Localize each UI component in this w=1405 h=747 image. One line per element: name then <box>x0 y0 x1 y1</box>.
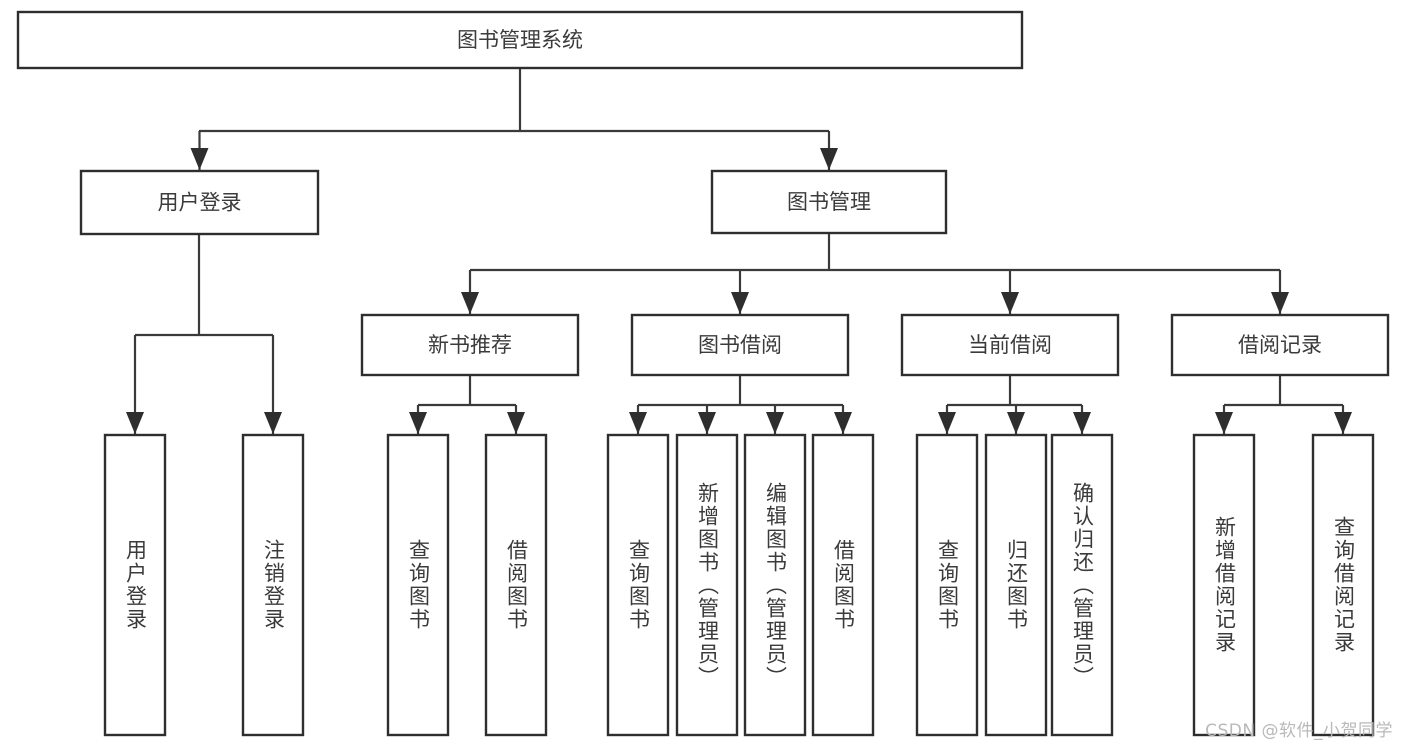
node-leaf-12[interactable] <box>1311 433 1375 737</box>
arrow-down-icon <box>731 292 749 314</box>
node-level2-2[interactable] <box>900 313 1120 377</box>
node-level2-1[interactable] <box>630 313 850 377</box>
node-leaf-11[interactable] <box>1192 433 1256 737</box>
node-label-level2-2: 当前借阅 <box>968 333 1052 357</box>
node-leaf-1[interactable] <box>241 433 305 737</box>
node-leaf-4[interactable] <box>606 433 670 737</box>
arrow-down-icon <box>190 148 209 170</box>
watermark-text: CSDN @软件_小贺同学 <box>1205 721 1393 741</box>
node-leaf-3[interactable] <box>484 433 548 737</box>
arrow-down-icon <box>1334 412 1352 434</box>
arrow-down-icon <box>264 412 282 434</box>
arrow-down-icon <box>629 412 647 434</box>
connector-layer <box>126 68 1352 434</box>
arrow-down-icon <box>820 148 838 170</box>
node-level1-0[interactable] <box>79 169 320 236</box>
arrow-down-icon <box>1215 412 1233 434</box>
node-level2-3[interactable] <box>1170 313 1390 377</box>
arrow-down-icon <box>409 412 427 434</box>
arrow-down-icon <box>1001 292 1019 314</box>
node-label-level2-3: 借阅记录 <box>1238 333 1322 357</box>
arrow-down-icon <box>766 412 784 434</box>
node-level2-0[interactable] <box>360 313 580 377</box>
node-label-level1-1: 图书管理 <box>787 190 871 214</box>
node-label-level2-1: 图书借阅 <box>698 333 782 357</box>
node-leaf-9[interactable] <box>984 433 1048 737</box>
node-level1-1[interactable] <box>710 169 948 235</box>
node-leaf-2[interactable] <box>386 433 450 737</box>
node-label-level1-0: 用户登录 <box>158 191 242 215</box>
arrow-down-icon <box>698 412 716 434</box>
arrow-down-icon <box>834 412 852 434</box>
arrow-down-icon <box>126 412 144 434</box>
arrow-down-icon <box>461 292 479 314</box>
box-layer <box>16 10 1390 737</box>
arrow-down-icon <box>1007 412 1025 434</box>
node-leaf-0[interactable] <box>103 433 167 737</box>
node-root-system[interactable] <box>16 10 1024 70</box>
node-leaf-6[interactable] <box>743 433 807 737</box>
node-leaf-8[interactable] <box>915 433 979 737</box>
node-label-root: 图书管理系统 <box>457 28 583 52</box>
node-leaf-10[interactable] <box>1050 433 1114 737</box>
arrow-down-icon <box>1073 412 1091 434</box>
node-leaf-5[interactable] <box>675 433 739 737</box>
arrow-down-icon <box>938 412 956 434</box>
node-leaf-7[interactable] <box>811 433 875 737</box>
arrow-down-icon <box>1271 292 1289 314</box>
arrow-down-icon <box>507 412 525 434</box>
node-label-level2-0: 新书推荐 <box>428 333 512 357</box>
